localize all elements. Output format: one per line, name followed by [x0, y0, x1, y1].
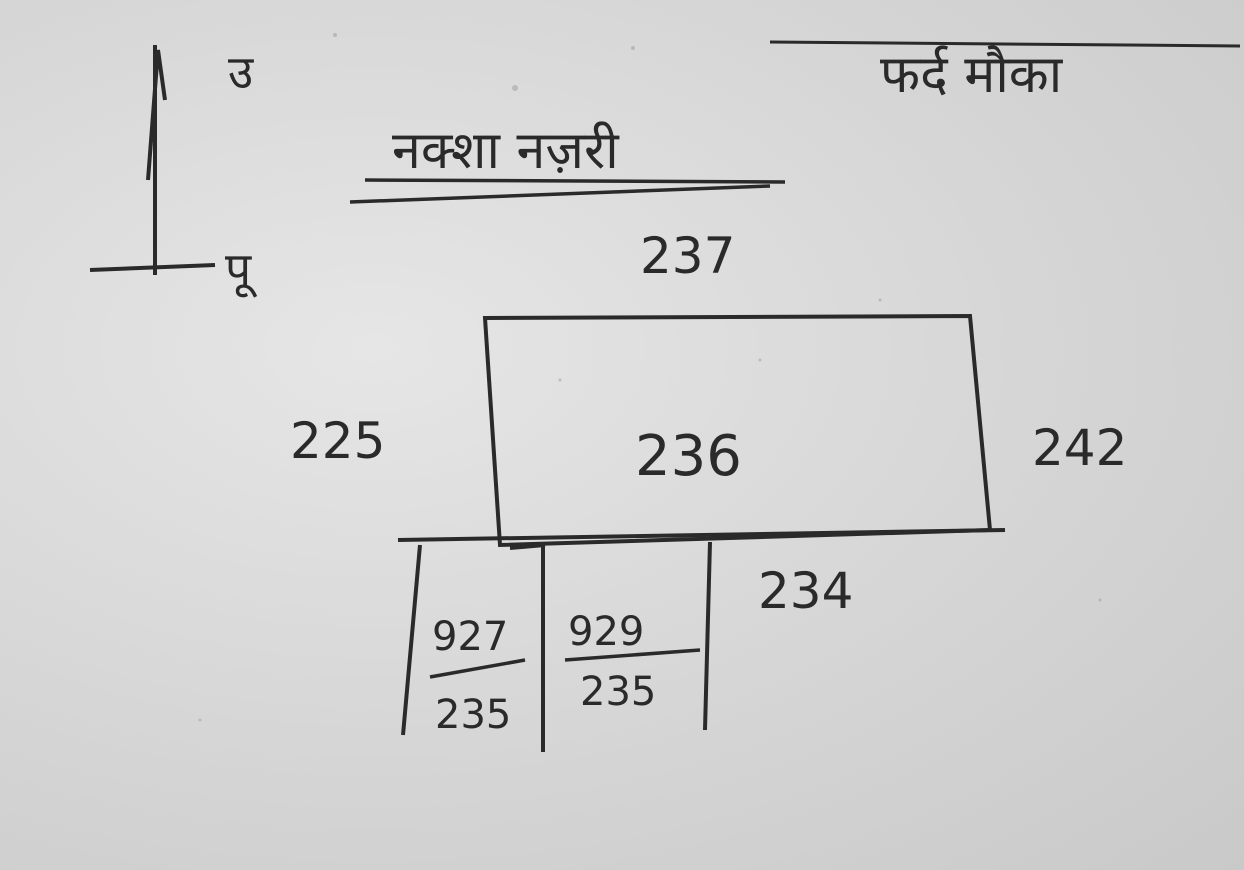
sub-plot-1-fraction-bar: [429, 658, 526, 679]
plot-234-label: 234: [758, 562, 853, 620]
sub-plot-2-fraction-bar: [564, 648, 701, 662]
sketch-subtitle: नक्शा नज़री: [392, 121, 620, 181]
heading-line: [769, 40, 1241, 48]
sub-plot-2-numerator: 929: [568, 609, 644, 655]
plot-237-label: 237: [640, 227, 735, 285]
plot-236-label: 236: [635, 424, 742, 489]
plot-225-label: 225: [290, 412, 385, 470]
sub-plot-2: 929 235: [564, 609, 701, 715]
north-label: उ: [228, 45, 254, 99]
sub-plot-1: 927 235: [429, 614, 526, 738]
east-label: पू: [225, 242, 258, 298]
sub-plot-2-denominator: 235: [580, 669, 656, 715]
sub-plot-1-numerator: 927: [432, 614, 508, 660]
sub-plot-1-denominator: 235: [435, 692, 511, 738]
compass-icon: [89, 45, 216, 275]
sheet-title: फर्द मौका: [880, 45, 1064, 105]
sub-plot-boundaries: [397, 528, 1006, 752]
subtitle-underline: [349, 178, 786, 204]
paper-noise: [198, 33, 1102, 722]
plot-242-label: 242: [1032, 419, 1127, 477]
